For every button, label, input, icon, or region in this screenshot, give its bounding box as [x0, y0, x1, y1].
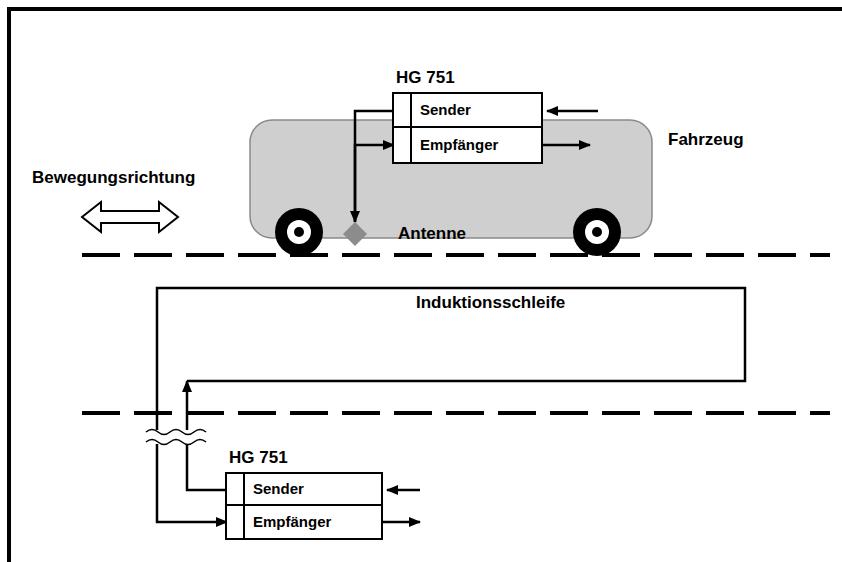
column-divider	[243, 506, 245, 538]
wheel	[573, 208, 621, 256]
device-name: HG 751	[229, 448, 288, 468]
antenna-diamond: Antenne	[343, 222, 367, 246]
antenna-diamond-shape	[343, 222, 367, 246]
cable-break-gap	[148, 430, 198, 444]
device-box: HG 751SenderEmpfänger	[392, 92, 543, 164]
device-box: HG 751SenderEmpfänger	[225, 472, 383, 540]
vehicle: Fahrzeug	[250, 120, 652, 238]
device-row: Sender	[227, 474, 381, 506]
column-divider	[243, 474, 245, 504]
signal-wire	[355, 111, 394, 222]
wheel	[275, 208, 323, 256]
row-label: Sender	[253, 474, 304, 504]
direction-label: Bewegungsrichtung	[32, 168, 195, 188]
cable-break-mark	[146, 430, 206, 435]
frame-line	[9, 9, 842, 562]
output-arrow	[543, 144, 590, 147]
input-arrow	[547, 110, 598, 113]
loop-label: Induktionsschleife	[416, 293, 565, 313]
loop-wire	[157, 288, 745, 381]
row-label: Sender	[420, 94, 471, 126]
device-row: Empfänger	[394, 128, 541, 162]
device-name: HG 751	[396, 68, 455, 88]
vehicle-label: Fahrzeug	[668, 130, 744, 150]
row-label: Empfänger	[253, 506, 331, 538]
frame-line	[8, 9, 11, 562]
lane-marking	[82, 253, 830, 257]
cable-break-mark	[146, 440, 206, 445]
antenna-label: Antenne	[398, 224, 466, 244]
column-divider	[410, 128, 412, 162]
device-row: Sender	[394, 94, 541, 128]
direction-arrow	[82, 202, 178, 232]
signal-wire	[157, 381, 227, 522]
antenna-symbol	[343, 222, 367, 246]
output-arrow	[383, 521, 420, 524]
induction-loop: Induktionsschleife	[157, 288, 745, 381]
column-divider	[410, 94, 412, 126]
row-label: Empfänger	[420, 128, 498, 162]
input-arrow	[387, 489, 420, 492]
device-row: Empfänger	[227, 506, 381, 538]
signal-wire	[355, 145, 394, 222]
lane-marking	[82, 411, 830, 415]
